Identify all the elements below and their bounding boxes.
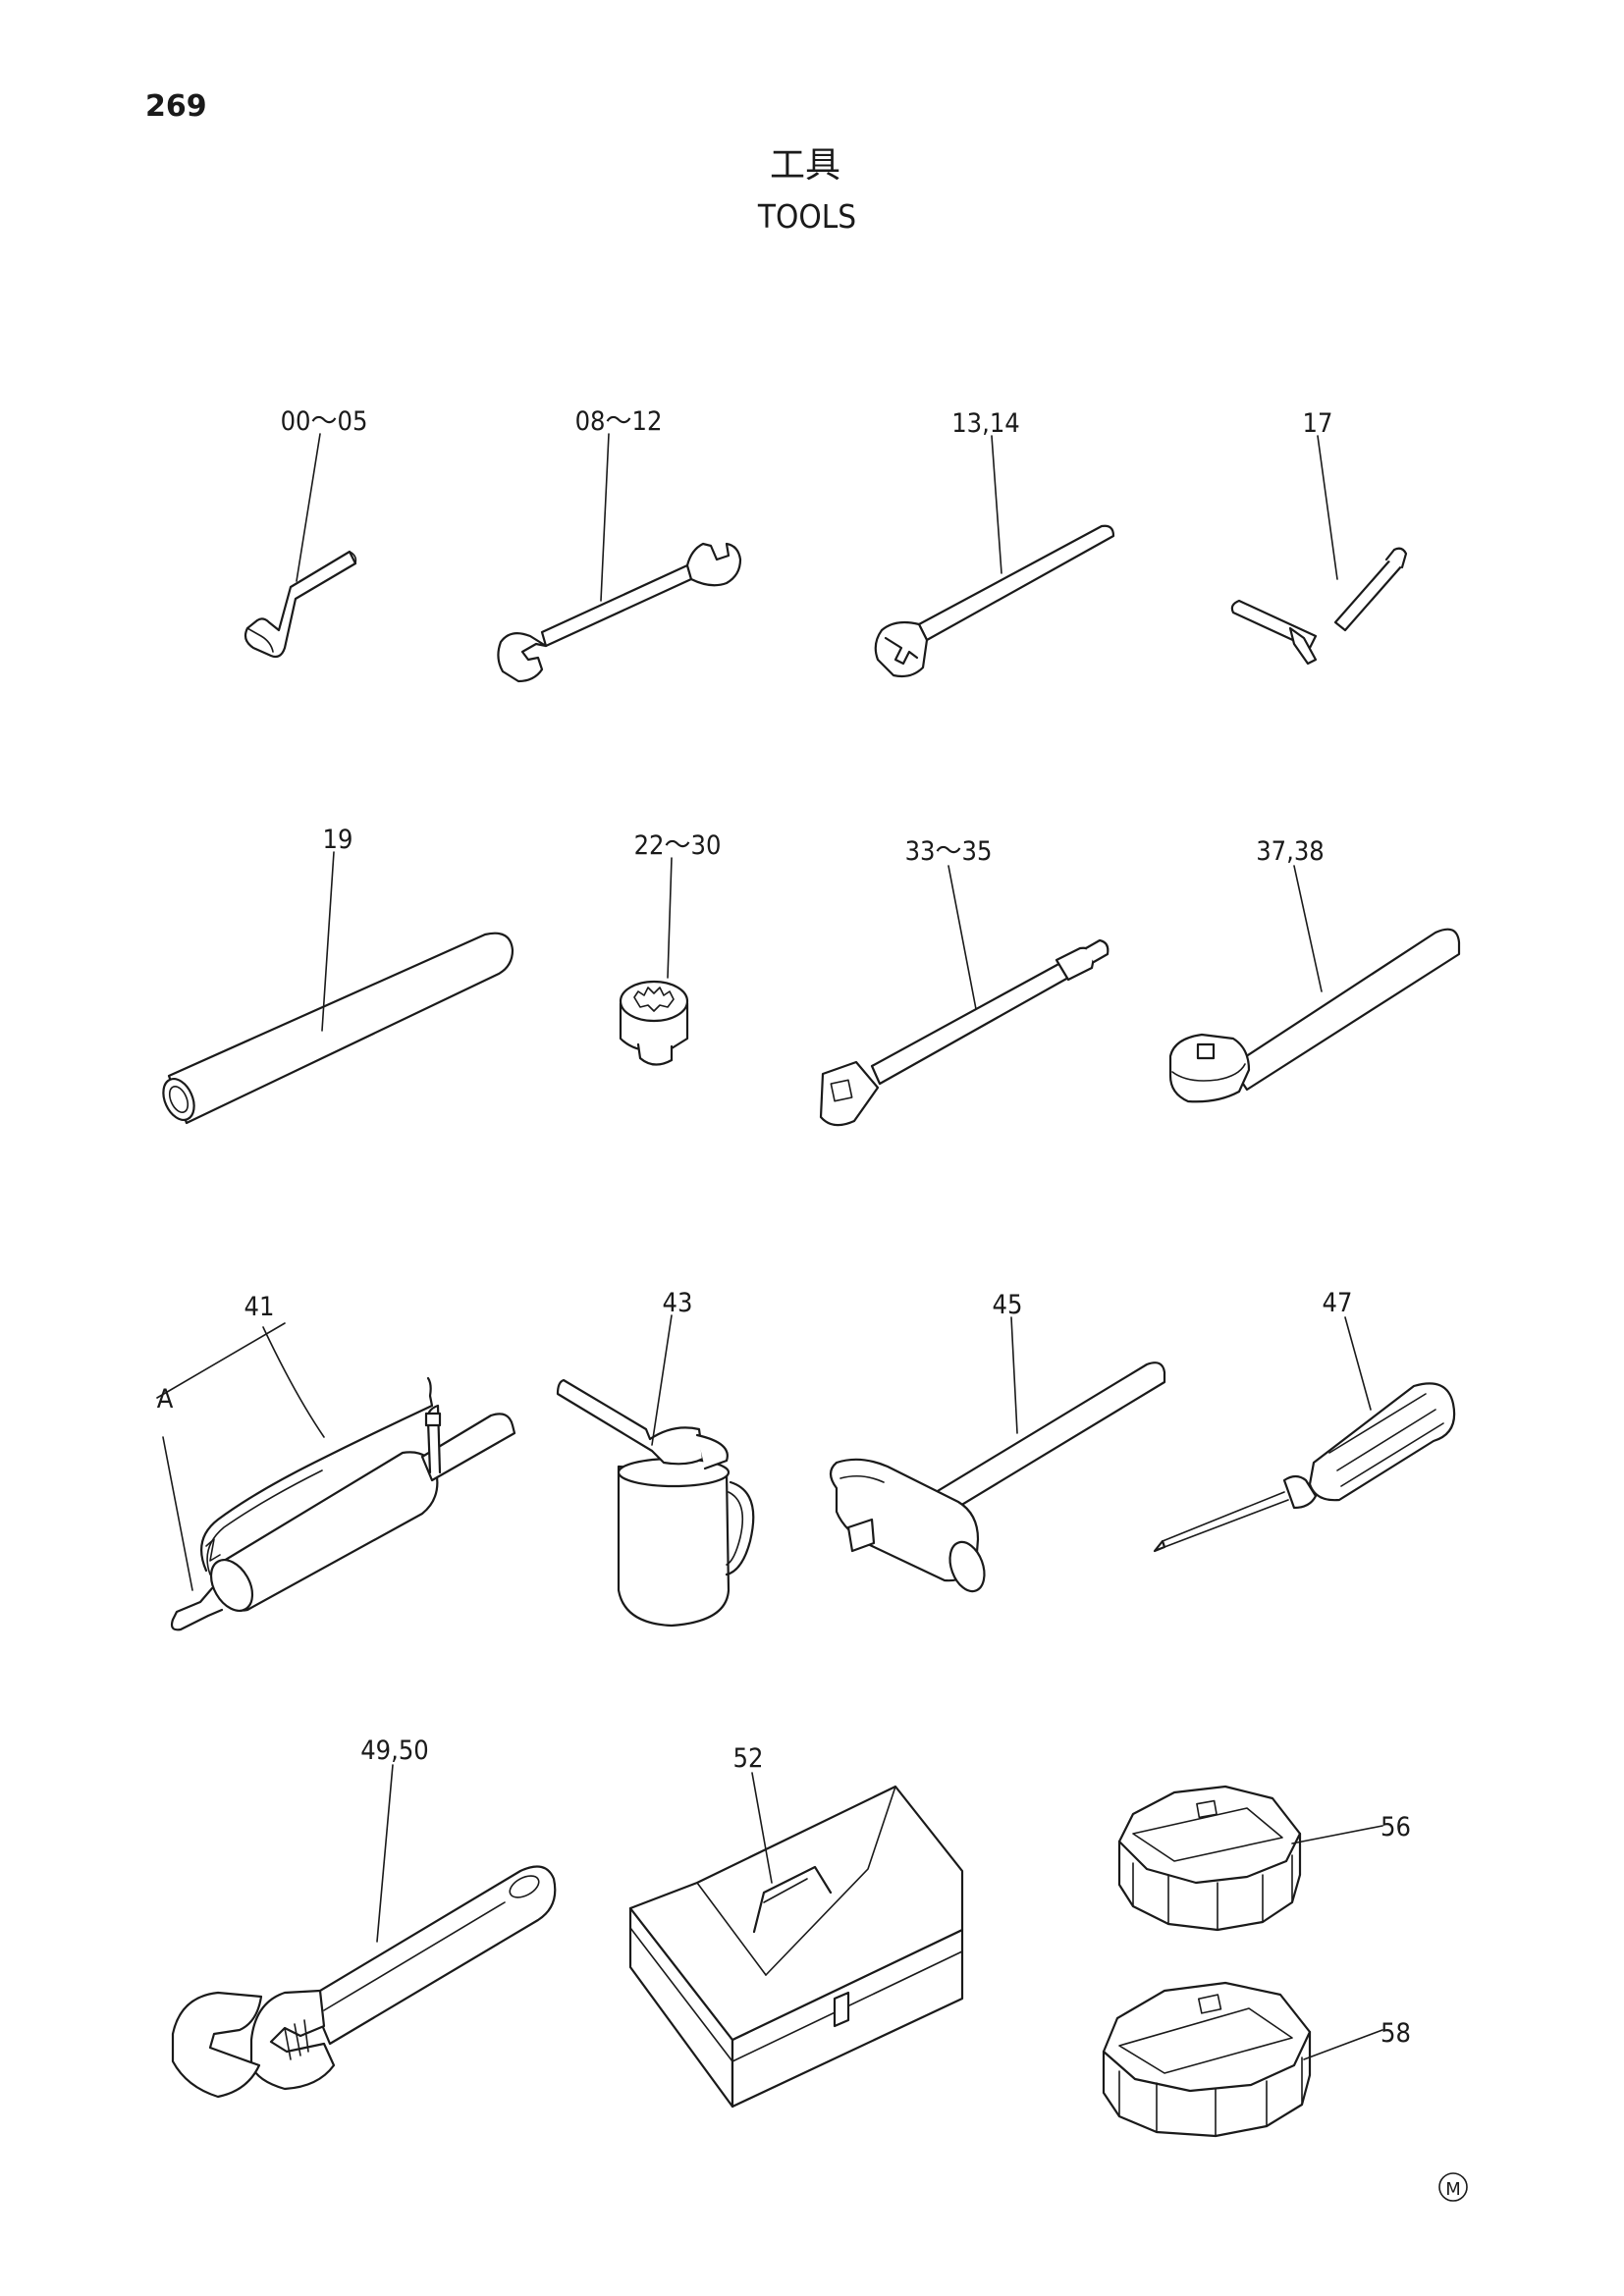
leader-43 — [651, 1314, 673, 1446]
leader-47 — [1344, 1316, 1372, 1411]
ratchet-handle-drawing — [1168, 928, 1461, 1103]
tool-box-drawing — [628, 1785, 964, 2109]
label-00-05: 00～05 — [281, 406, 368, 437]
leader-58 — [1303, 2029, 1383, 2060]
label-52: 52 — [733, 1743, 764, 1774]
t-handle-socket-drawing — [1230, 547, 1408, 666]
leader-22-30 — [667, 857, 673, 979]
label-33-35: 33～35 — [905, 836, 993, 867]
page-title-japanese: 工具 — [770, 145, 840, 186]
corner-mark: M — [1445, 2179, 1461, 2200]
leader-33-35 — [947, 865, 977, 1010]
leader-49-50 — [376, 1764, 394, 1943]
leader-17 — [1317, 435, 1338, 580]
leader-37-38 — [1293, 865, 1323, 992]
label-47: 47 — [1323, 1288, 1353, 1318]
label-45: 45 — [993, 1290, 1023, 1320]
leader-56 — [1291, 1825, 1383, 1844]
screwdriver-drawing — [1153, 1382, 1456, 1553]
label-17: 17 — [1303, 408, 1333, 439]
leader-19 — [321, 851, 335, 1032]
double-open-end-spanner-drawing — [497, 542, 742, 683]
leader-41-a — [156, 1322, 286, 1399]
label-43: 43 — [663, 1288, 693, 1318]
label-13-14: 13,14 — [951, 408, 1020, 439]
label-37-38: 37,38 — [1256, 836, 1325, 867]
filter-wrench-56-drawing — [1117, 1785, 1302, 1932]
adjustable-wrench-drawing — [171, 1865, 557, 2099]
label-08-12: 08～12 — [575, 406, 663, 437]
leader-00-05 — [296, 433, 321, 582]
corner-mark-circle — [1438, 2172, 1468, 2202]
page-number: 269 — [145, 89, 207, 124]
leader-08-12 — [600, 433, 610, 602]
page-title-english: TOOLS — [757, 197, 856, 236]
socket-drawing — [619, 980, 689, 1066]
grease-gun-drawing — [170, 1376, 516, 1631]
label-A: A — [157, 1384, 174, 1415]
extension-bar-drawing — [819, 938, 1110, 1127]
label-58: 58 — [1380, 2018, 1411, 2049]
label-49-50: 49,50 — [360, 1735, 429, 1766]
oil-can-drawing — [556, 1378, 755, 1628]
hammer-drawing — [829, 1362, 1166, 1593]
label-56: 56 — [1380, 1812, 1411, 1842]
filter-wrench-58-drawing — [1102, 1981, 1312, 2138]
label-41: 41 — [244, 1292, 275, 1322]
hex-key-drawing — [244, 550, 357, 659]
leader-45 — [1010, 1316, 1018, 1434]
leader-13-14 — [991, 435, 1002, 574]
extension-pipe-drawing — [162, 932, 514, 1125]
single-open-end-spanner-drawing — [874, 524, 1115, 678]
label-22-30: 22～30 — [634, 830, 722, 861]
leader-41-b — [262, 1326, 325, 1438]
leader-A — [162, 1436, 193, 1591]
leader-52 — [751, 1772, 773, 1884]
label-19: 19 — [323, 825, 353, 855]
